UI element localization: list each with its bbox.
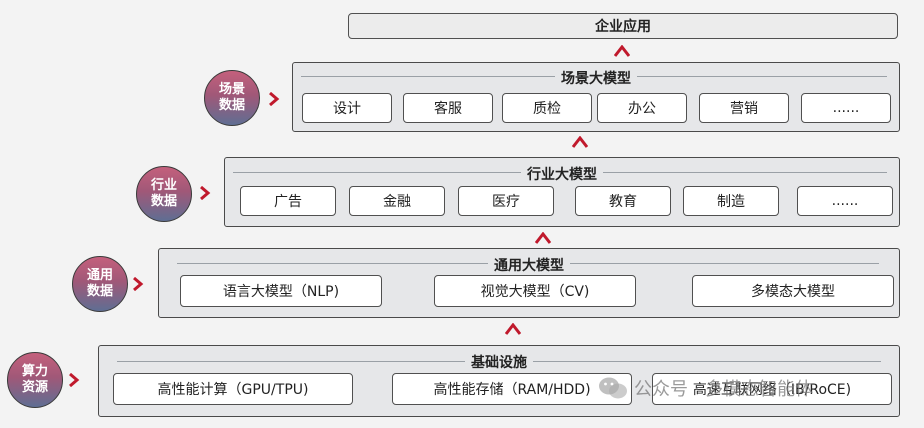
industry-item-education: 教育 [575, 186, 671, 216]
industry-item-advertising: 广告 [240, 186, 336, 216]
industry-model-title: 行业大模型 [521, 167, 603, 183]
infrastructure-title: 基础设施 [465, 355, 533, 371]
scene-data-label: 场景数据 [218, 82, 245, 113]
general-data-label: 通用数据 [86, 268, 113, 299]
scene-item-design: 设计 [302, 93, 392, 123]
general-model-layer: 通用大模型 语言大模型（NLP) 视觉大模型（CV) 多模态大模型 [158, 248, 900, 318]
scene-item-marketing: 营销 [699, 93, 789, 123]
chevron-right-icon [200, 186, 211, 200]
up-arrow-icon [535, 232, 551, 244]
scene-item-quality-inspection: 质检 [502, 93, 592, 123]
compute-resource-label: 算力资源 [21, 364, 48, 395]
watermark-text: 公众号 · 多模态智能体 [634, 379, 814, 400]
wechat-icon [599, 377, 627, 399]
industry-item-manufacturing: 制造 [683, 186, 779, 216]
up-arrow-icon [572, 136, 588, 148]
general-item-cv: 视觉大模型（CV) [434, 275, 636, 307]
chevron-right-icon [69, 373, 80, 387]
infra-item-compute: 高性能计算（GPU/TPU) [113, 373, 353, 405]
scene-data-circle: 场景数据 [204, 70, 260, 126]
scene-item-more: ...... [801, 93, 891, 123]
industry-model-layer: 行业大模型 广告 金融 医疗 教育 制造 ...... [224, 157, 900, 227]
industry-item-finance: 金融 [349, 186, 445, 216]
general-data-circle: 通用数据 [72, 256, 128, 312]
scene-item-customer-service: 客服 [403, 93, 493, 123]
industry-item-more: ...... [797, 186, 893, 216]
general-item-multimodal: 多模态大模型 [692, 275, 894, 307]
up-arrow-icon [614, 45, 630, 57]
infra-item-network: 高速互联网络（IB/RoCE) [652, 373, 892, 405]
general-model-title: 通用大模型 [488, 258, 570, 274]
compute-resource-circle: 算力资源 [7, 352, 63, 408]
watermark: 公众号 · 多模态智能体 [598, 370, 813, 406]
general-item-nlp: 语言大模型（NLP) [180, 275, 382, 307]
enterprise-application-box: 企业应用 [348, 13, 898, 39]
chevron-right-icon [269, 92, 280, 106]
chevron-right-icon [133, 277, 144, 291]
industry-data-label: 行业数据 [150, 178, 177, 209]
industry-item-healthcare: 医疗 [458, 186, 554, 216]
scene-model-layer: 场景大模型 设计 客服 质检 办公 营销 ...... [292, 62, 900, 132]
infrastructure-layer: 基础设施 高性能计算（GPU/TPU) 高性能存储（RAM/HDD) 高速互联网… [98, 345, 900, 417]
up-arrow-icon [505, 323, 521, 335]
scene-item-office: 办公 [597, 93, 687, 123]
enterprise-application-label: 企业应用 [595, 19, 651, 35]
infra-item-storage: 高性能存储（RAM/HDD) [392, 373, 632, 405]
industry-data-circle: 行业数据 [136, 166, 192, 222]
scene-model-title: 场景大模型 [555, 71, 637, 87]
